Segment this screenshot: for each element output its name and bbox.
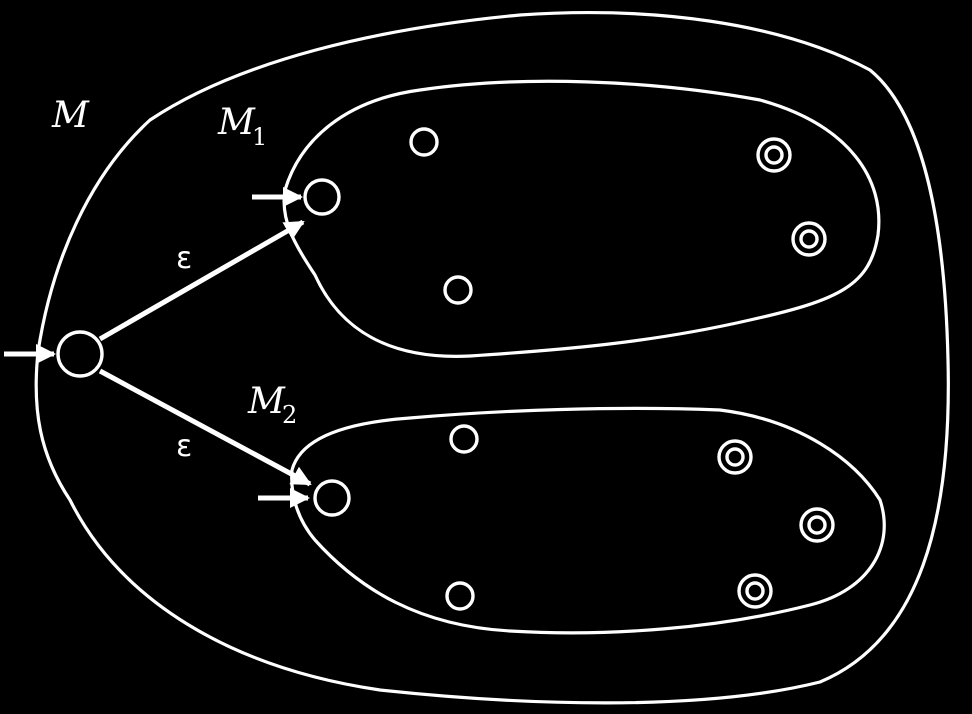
machine-m2-label: M [247,381,286,422]
m2-accepting-state [737,573,773,609]
machine-m1-label: M [217,102,256,143]
m1-state [409,127,439,157]
machine-m2-boundary [290,406,886,635]
m2-start-state [313,479,351,517]
machine-m1-boundary [282,79,881,358]
m2-state [445,581,475,611]
outer-machine-label: M [51,95,90,136]
epsilon-edge-to-m2 [98,368,312,487]
m1-state [443,275,473,305]
outer-machine-boundary [34,11,950,705]
m1-start-state [303,178,341,216]
epsilon-label-bottom: ε [176,429,192,464]
machine-m1-subscript: 1 [252,123,267,151]
m2-accepting-state [799,507,835,543]
m1-accepting-state [791,221,827,257]
m1-accepting-state [756,137,792,173]
m2-accepting-state [717,439,753,475]
machine-m2-subscript: 2 [282,401,297,429]
outer-start-state [56,330,104,378]
epsilon-edge-to-m1 [98,219,305,342]
epsilon-label-top: ε [176,241,192,276]
m2-state [449,424,479,454]
